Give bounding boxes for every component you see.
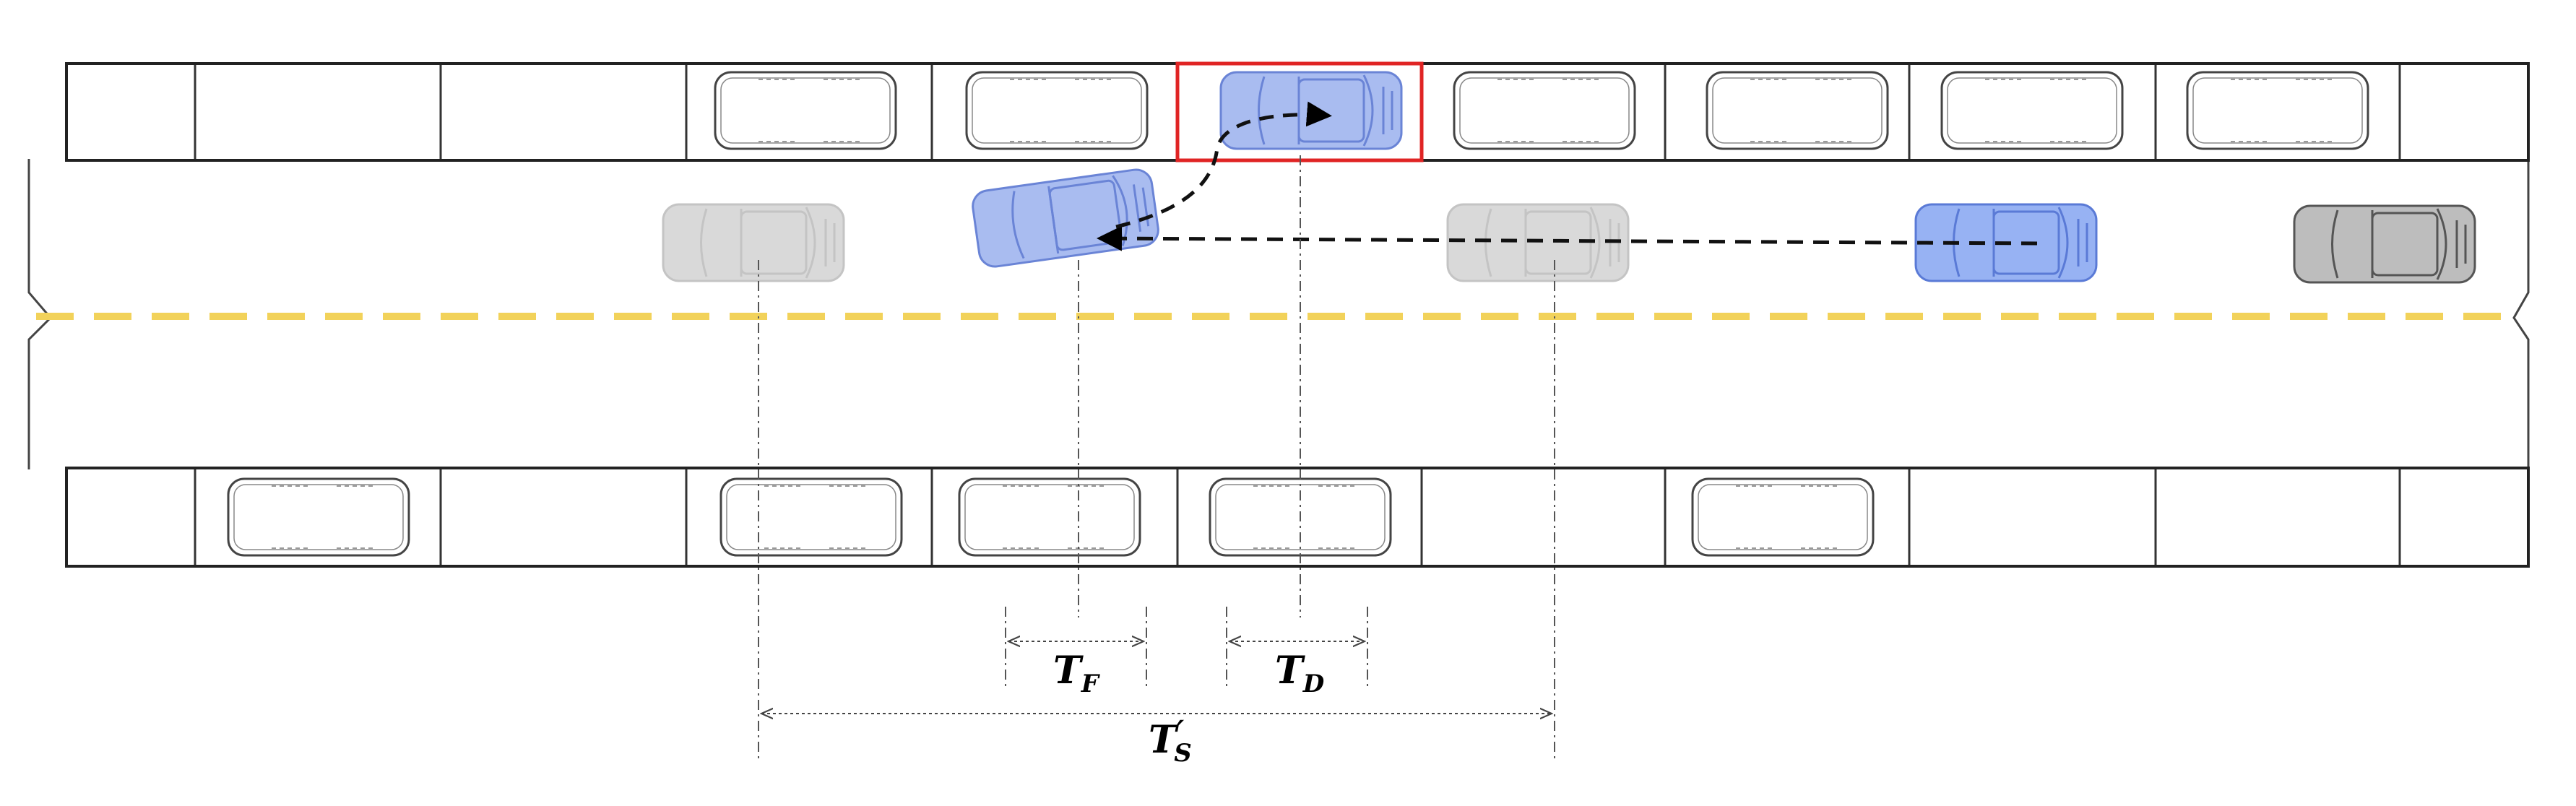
parked-car: [714, 71, 897, 150]
trajectories: [1097, 101, 2038, 251]
lane-cars: [662, 166, 2476, 284]
parked-car: [227, 477, 410, 557]
parked-car: [719, 477, 903, 557]
label-t-f: TF: [1053, 649, 1101, 698]
reference-lines: [758, 155, 1555, 758]
parked-car: [965, 71, 1149, 150]
leading-car: [2293, 204, 2476, 284]
parked-car: [1940, 71, 2124, 150]
maneuvering-car: [969, 166, 1162, 270]
parking-spot-bottom: [65, 467, 196, 568]
parking-spot-bottom: [1908, 467, 2157, 568]
parked-car: [1706, 71, 1889, 150]
label-t-d: TD: [1275, 649, 1325, 698]
ghost-car-rear: [1446, 203, 1630, 282]
parking-spot-bottom: [439, 467, 688, 568]
parking-spot-top: [65, 62, 196, 162]
parking-spot-bottom: [1420, 467, 1667, 568]
parked-car: [2186, 71, 2369, 150]
target-car: [1219, 71, 1403, 150]
parking-spot-bottom: [2398, 467, 2530, 568]
parking-spot-top: [194, 62, 442, 162]
label-t-s-prime: T′S: [1149, 714, 1192, 768]
parking-spot-top: [439, 62, 688, 162]
parked-car: [1691, 477, 1875, 557]
road-right-edge: [2512, 159, 2530, 469]
parking-spot-top: [2398, 62, 2530, 162]
ghost-car-front: [662, 203, 845, 282]
parking-spot-bottom-frame: [65, 467, 2530, 568]
parked-car: [1453, 71, 1636, 150]
parking-trajectory-arrow: [1115, 101, 1332, 229]
parked-car: [958, 477, 1141, 557]
parking-spot-bottom: [2154, 467, 2401, 568]
dimensions: [761, 641, 1552, 714]
